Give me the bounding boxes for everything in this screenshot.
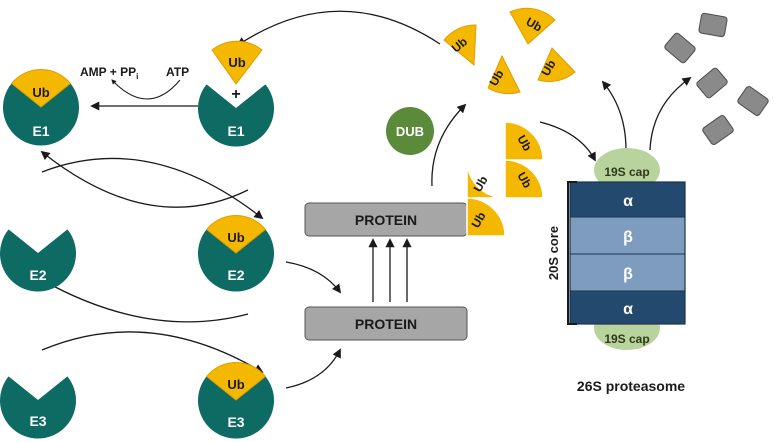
peptide-fragment-icon <box>696 67 728 99</box>
core-beta-top <box>570 217 685 254</box>
ubiquitin-wedge-icon <box>211 40 263 85</box>
enzyme-pacman-icon <box>3 83 80 146</box>
e1-label: E1 <box>32 123 49 139</box>
ubiquitin-wedge-icon <box>504 121 544 161</box>
ub-label: Ub <box>227 377 244 392</box>
beta-label-bottom: β <box>623 266 633 283</box>
ubiquitin-wedge-icon <box>10 68 72 108</box>
enzyme-pacman-icon <box>198 84 274 147</box>
arrow-e3-to-e2 <box>40 279 249 323</box>
arrows <box>40 10 692 389</box>
peptide-fragment-icon <box>702 115 734 145</box>
arrow-atp-curve <box>111 79 181 100</box>
cap-label-top: 19S cap <box>604 165 649 179</box>
e2-label: E2 <box>227 267 244 283</box>
proteasome-26s: 19S cap 19S cap α β β α 20S core <box>546 148 686 350</box>
protein-box <box>304 306 468 341</box>
arrow-e1-to-e2 <box>41 157 264 220</box>
ubiquitin-wedge-icon <box>466 159 506 199</box>
ub-label: Ub <box>468 210 488 231</box>
core-bracket <box>567 181 577 325</box>
arrow-ub-recycle <box>236 10 441 46</box>
ub-label: Ub <box>524 14 545 34</box>
arrow-e2-to-e1 <box>40 150 249 208</box>
arrow-to-proteasome <box>539 121 596 162</box>
dub-label: DUB <box>396 124 424 139</box>
ubiquitin-wedge-icon <box>205 214 267 254</box>
e3-label: E3 <box>227 414 244 430</box>
arrow-e2-to-e3 <box>41 331 264 373</box>
dub-enzyme: DUB <box>386 107 434 155</box>
e2-ub-complex: Ub E2 <box>198 214 274 292</box>
enzyme-pacman-icon <box>198 376 274 439</box>
enzyme-pacman-icon <box>0 376 77 439</box>
ubiquitin-wedge-icon <box>537 47 576 83</box>
core-outline <box>569 181 686 325</box>
polyubiquitin-chain <box>466 121 544 237</box>
amp-ppi-label: AMP + PPi <box>80 65 138 81</box>
ubiquitin-wedge-icon <box>205 361 267 401</box>
protein-ubiquitinated: PROTEIN <box>304 202 468 237</box>
core-beta-bottom <box>570 254 685 291</box>
arrow-dub-release <box>431 103 467 187</box>
ub-label: Ub <box>227 230 244 245</box>
ub-label: Ub <box>514 133 534 154</box>
arrow-e2-to-protein <box>285 261 342 294</box>
proteasome-label: 26S proteasome <box>577 378 685 394</box>
peptide-fragments <box>664 12 769 145</box>
free-ubiquitins <box>443 7 576 95</box>
ub-label: Ub <box>486 68 506 89</box>
arrow-e3-to-protein <box>285 348 341 389</box>
e3-enzyme-left: E3 <box>0 376 77 439</box>
plus-sign: + <box>231 86 240 103</box>
alpha-label-top: α <box>623 193 633 210</box>
enzyme-pacman-icon <box>198 229 274 292</box>
protein-substrate: PROTEIN <box>304 306 468 341</box>
beta-label-top: β <box>623 229 633 246</box>
e1-label: E1 <box>227 123 244 139</box>
core-alpha-bottom <box>570 291 685 324</box>
ub-label: Ub <box>32 85 49 100</box>
peptide-fragment-icon <box>698 12 728 38</box>
arrow-release-ub <box>601 80 627 151</box>
cap-top <box>594 148 660 192</box>
e1-ub-complex: Ub E1 <box>3 68 80 146</box>
cap-label-bottom: 19S cap <box>604 332 649 346</box>
dub-circle <box>386 107 434 155</box>
ubiquitin-wedge-icon <box>443 24 477 67</box>
e1-enzyme-right: E1 + <box>198 84 274 147</box>
core-alpha-top <box>570 182 685 217</box>
arrow-release-fragments <box>649 76 692 151</box>
ub-label: Ub <box>538 58 558 79</box>
e3-ub-complex: Ub E3 <box>198 361 274 439</box>
ub-label: Ub <box>514 170 534 191</box>
ubiquitin-wedge-icon <box>487 54 521 95</box>
e2-label: E2 <box>29 267 46 283</box>
e3-label: E3 <box>29 413 46 429</box>
atp-label: ATP <box>166 65 189 79</box>
alpha-label-bottom: α <box>623 301 633 318</box>
ubiquitin-wedge-icon <box>509 7 556 45</box>
peptide-fragment-icon <box>664 32 696 64</box>
protein-label: PROTEIN <box>355 316 417 332</box>
peptide-fragment-icon <box>737 86 769 116</box>
ub-label: Ub <box>470 174 490 195</box>
free-ub-e1: Ub <box>211 40 263 85</box>
e2-enzyme-left: E2 <box>0 229 76 292</box>
enzyme-pacman-icon <box>0 229 76 292</box>
protein-label: PROTEIN <box>355 212 417 228</box>
ub-label: Ub <box>228 55 245 70</box>
core-label: 20S core <box>546 226 561 280</box>
